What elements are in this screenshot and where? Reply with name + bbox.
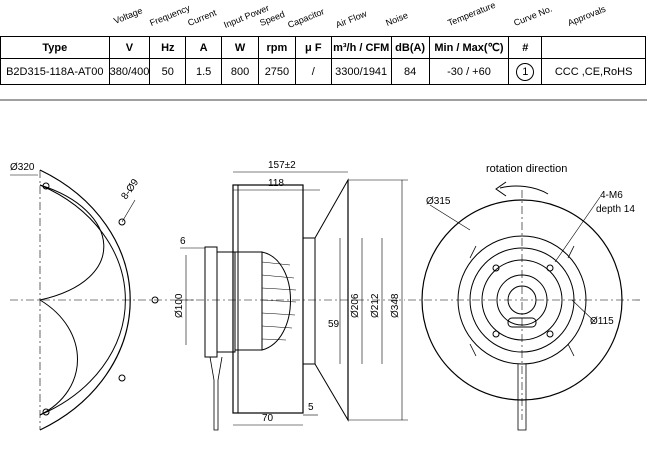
dim-6: 6 xyxy=(180,236,186,247)
cell-airflow-value: 3300/1941 xyxy=(330,58,392,85)
cell-frequency-value: 50 xyxy=(149,58,187,85)
side-view xyxy=(180,171,408,431)
dim-d348: Ø348 xyxy=(390,293,401,318)
dim-d315: Ø315 xyxy=(426,196,451,207)
dim-70: 70 xyxy=(262,413,274,424)
dim-d100: Ø100 xyxy=(174,293,185,318)
dim-d212: Ø212 xyxy=(370,293,381,318)
cell-capacitor-value: / xyxy=(294,58,332,85)
cell-type-value: B2D315-118A-AT00 xyxy=(0,58,110,85)
note-depth: depth 14 xyxy=(596,204,635,215)
cell-speed-value: 2750 xyxy=(257,58,296,85)
cell-current-value: 1.5 xyxy=(185,58,223,85)
cell-approvals-value: CCC ,CE,RoHS xyxy=(541,58,646,85)
dim-5: 5 xyxy=(308,402,314,413)
dim-59: 59 xyxy=(328,319,340,330)
rotation-label: rotation direction xyxy=(486,163,567,175)
note-m6: 4-M6 xyxy=(600,190,623,201)
dim-d320: Ø320 xyxy=(10,162,35,173)
cell-db: dB(A) xyxy=(390,36,430,59)
left-view xyxy=(10,169,195,431)
dim-d115: Ø115 xyxy=(590,316,614,327)
cell-power-value: 800 xyxy=(221,58,259,85)
curve-number: 1 xyxy=(516,62,535,81)
front-view xyxy=(408,181,640,431)
cell-temp-value: -30 / +60 xyxy=(428,58,510,85)
dim-holes: 8-Ø9 xyxy=(119,177,141,202)
values-row: B2D315-118A-AT00 380/400 50 1.5 800 2750… xyxy=(0,58,646,85)
spec-table: Type V Hz A W rpm μ F m³/h / CFM dB(A) M… xyxy=(0,36,646,85)
dim-157: 157±2 xyxy=(268,160,296,171)
cell-noise-value: 84 xyxy=(390,58,430,85)
cell-voltage-value: 380/400 xyxy=(108,58,151,85)
dim-118: 118 xyxy=(268,178,284,189)
dim-d206: Ø206 xyxy=(350,293,361,318)
